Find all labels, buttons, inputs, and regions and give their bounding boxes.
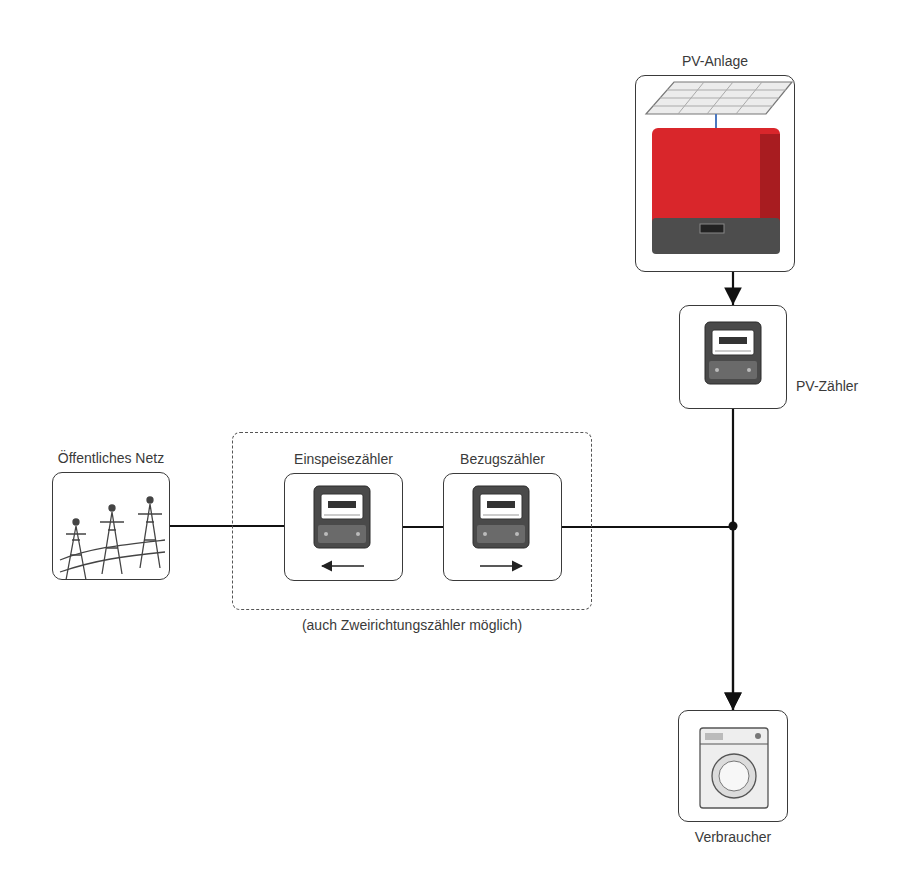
node-label: (auch Zweirichtungszähler möglich) xyxy=(302,617,522,634)
inverter xyxy=(652,128,780,254)
power-line xyxy=(170,525,284,527)
node-label: Bezugszähler xyxy=(460,451,545,468)
node-label: Einspeisezähler xyxy=(294,451,393,468)
pv-system-box: PV-Anlage xyxy=(635,75,795,272)
meter-box: Bezugszähler xyxy=(443,473,562,581)
node-label: PV-Anlage xyxy=(682,53,748,70)
meter-box: Einspeisezähler xyxy=(284,473,403,581)
supply-meter-icon xyxy=(473,486,529,548)
junction-dot xyxy=(729,522,738,531)
solar-panel xyxy=(646,82,792,128)
consumer-box: Verbraucher xyxy=(678,710,788,822)
node-label: PV-Zähler xyxy=(796,378,858,395)
direction-arrow xyxy=(322,565,364,567)
pv-meter-icon xyxy=(705,322,761,384)
power-line xyxy=(562,527,733,710)
node-label: Verbraucher xyxy=(695,829,771,846)
feed-meter-icon xyxy=(314,486,370,548)
direction-arrow xyxy=(480,565,522,567)
power-pylons xyxy=(60,497,165,580)
meter-group: EinspeisezählerBezugszähler(auch Zweiric… xyxy=(232,432,592,610)
meter-box: PV-Zähler xyxy=(679,305,787,409)
power-line xyxy=(403,526,443,528)
power-line xyxy=(732,272,734,305)
grid-box: Öffentliches Netz xyxy=(52,472,170,580)
node-label: Öffentliches Netz xyxy=(56,450,166,467)
washing-machine xyxy=(700,728,768,808)
